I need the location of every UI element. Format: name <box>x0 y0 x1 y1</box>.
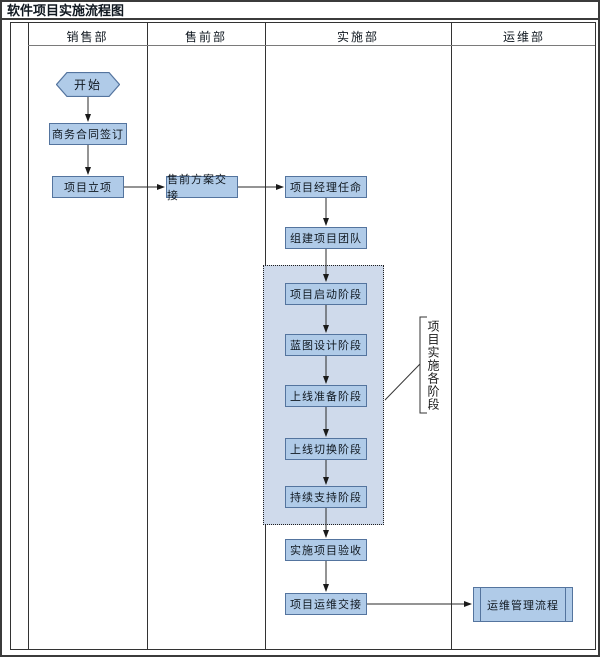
project-initiation-label: 项目立项 <box>64 182 112 194</box>
hexagon-shape <box>56 72 120 97</box>
om-process-label: 运维管理流程 <box>487 599 559 612</box>
lane-header-implementation: 实施部 <box>336 30 379 44</box>
lane-header-presales: 售前部 <box>184 30 227 44</box>
start-node[interactable]: 开始 <box>56 72 120 97</box>
presales-handover-node[interactable]: 售前方案交接 <box>166 174 238 202</box>
om-process-node[interactable]: 运维管理流程 <box>473 587 573 622</box>
page-title: 软件项目实施流程图 <box>0 0 600 20</box>
phase-column <box>11 23 29 649</box>
pm-appointment-node[interactable]: 项目经理任命 <box>285 176 367 198</box>
golive-prep-phase-node[interactable]: 上线准备阶段 <box>285 385 367 407</box>
predefined-process-left-bar <box>480 588 481 621</box>
om-handover-label: 项目运维交接 <box>290 599 362 611</box>
lane-header-separator <box>28 45 595 46</box>
lane-header-sales: 销售部 <box>66 30 109 44</box>
lane-implementation: 实施部 <box>265 23 452 649</box>
lane-sales: 销售部 <box>28 23 148 649</box>
acceptance-label: 实施项目验收 <box>290 545 362 557</box>
launch-phase-label: 项目启动阶段 <box>290 289 362 301</box>
phase-bracket-label: 项目实施各阶段 <box>426 320 440 411</box>
contract-signing-label: 商务合同签订 <box>52 129 124 141</box>
lane-presales: 售前部 <box>147 23 266 649</box>
blueprint-phase-node[interactable]: 蓝图设计阶段 <box>285 334 367 356</box>
golive-switch-phase-label: 上线切换阶段 <box>290 444 362 456</box>
team-building-node[interactable]: 组建项目团队 <box>285 227 367 249</box>
project-initiation-node[interactable]: 项目立项 <box>52 176 124 198</box>
contract-signing-node[interactable]: 商务合同签订 <box>49 123 127 145</box>
blueprint-phase-label: 蓝图设计阶段 <box>290 340 362 352</box>
acceptance-node[interactable]: 实施项目验收 <box>285 539 367 561</box>
lane-operations: 运维部 <box>451 23 597 649</box>
team-building-label: 组建项目团队 <box>290 233 362 245</box>
golive-prep-phase-label: 上线准备阶段 <box>290 391 362 403</box>
lane-header-operations: 运维部 <box>502 30 545 44</box>
launch-phase-node[interactable]: 项目启动阶段 <box>285 283 367 305</box>
support-phase-node[interactable]: 持续支持阶段 <box>285 486 367 508</box>
support-phase-label: 持续支持阶段 <box>290 492 362 504</box>
start-node-label: 开始 <box>73 78 102 92</box>
golive-switch-phase-node[interactable]: 上线切换阶段 <box>285 438 367 460</box>
pm-appointment-label: 项目经理任命 <box>290 182 362 194</box>
presales-handover-label: 售前方案交接 <box>167 174 227 202</box>
predefined-process-right-bar <box>565 588 566 621</box>
om-handover-node[interactable]: 项目运维交接 <box>285 593 367 615</box>
